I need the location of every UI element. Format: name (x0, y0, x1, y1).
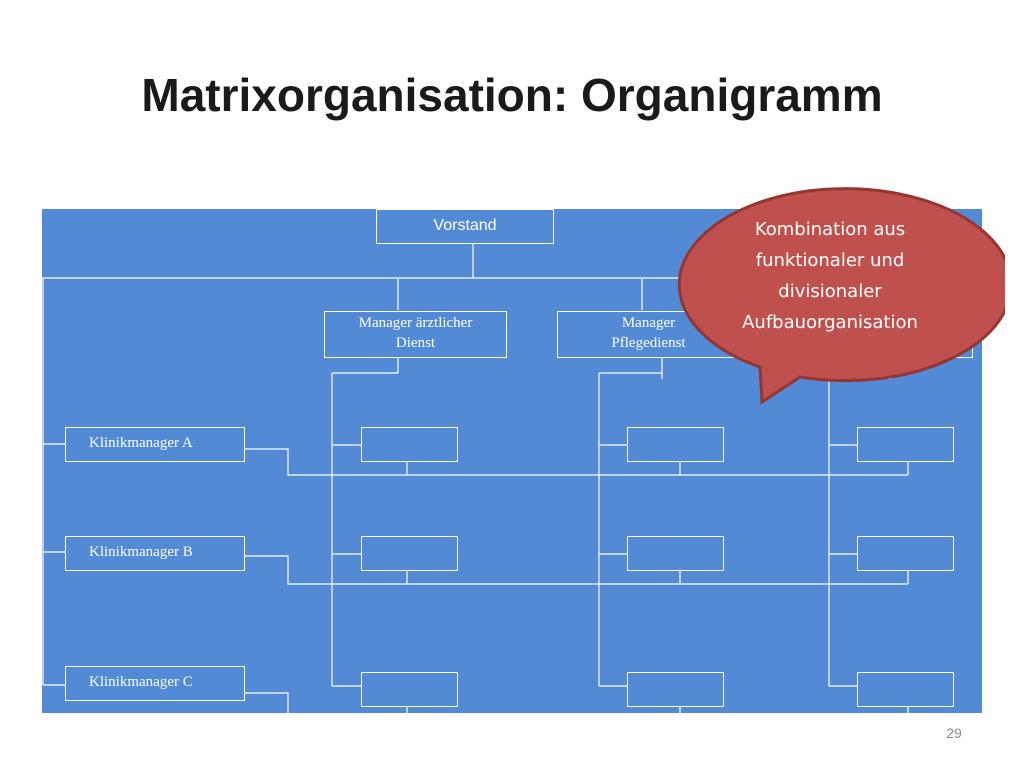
manager-pflegedienst-line2: Pflegedienst (611, 335, 686, 351)
matrix-cell-c2 (627, 672, 724, 707)
matrix-cell-a2 (627, 427, 724, 462)
callout-line-3: divisionaler (778, 281, 882, 302)
org-chart-connectors (42, 243, 909, 713)
connector-row-a (245, 448, 908, 476)
matrix-cell-b1 (361, 536, 458, 571)
matrix-cell-a3 (857, 427, 954, 462)
klinikmanager-c-box (65, 666, 245, 701)
klinikmanager-a-box (65, 427, 245, 462)
callout-shape (677, 187, 1005, 405)
callout-bubble (677, 187, 1005, 405)
connector-row-b (245, 555, 908, 585)
manager-pflegedienst-line1: Manager (621, 315, 676, 331)
klinikmanager-c-label: Klinikmanager C (89, 674, 193, 690)
title-normal: Matrixorganisation: (141, 69, 581, 121)
matrix-cell-c3 (857, 672, 954, 707)
klinikmanager-b-box (65, 536, 245, 571)
matrix-cell-a1 (361, 427, 458, 462)
matrix-cell-c1 (361, 672, 458, 707)
matrix-cell-b3 (857, 536, 954, 571)
matrix-cell-b2 (627, 536, 724, 571)
klinikmanager-a-label: Klinikmanager A (89, 435, 193, 451)
manager-aerztlicher-dienst-line1: Manager ärztlicher (358, 315, 473, 331)
manager-aerztlicher-dienst-line2: Dienst (395, 335, 436, 351)
connector-row-c (245, 692, 289, 713)
callout-line-2: funktionaler und (755, 250, 905, 271)
manager-aerztlicher-dienst-box (324, 311, 507, 358)
klinikmanager-b-label: Klinikmanager B (89, 544, 193, 560)
callout-line-4: Aufbauorganisation (742, 312, 918, 333)
vorstand-label: Vorstand (433, 217, 497, 234)
title-bold: Organigramm (580, 69, 883, 121)
slide-title: Matrixorganisation: Organigramm (0, 68, 1024, 122)
vorstand-box (376, 209, 554, 244)
callout-line-1: Kombination aus (754, 219, 906, 240)
page-number: 29 (946, 725, 962, 741)
